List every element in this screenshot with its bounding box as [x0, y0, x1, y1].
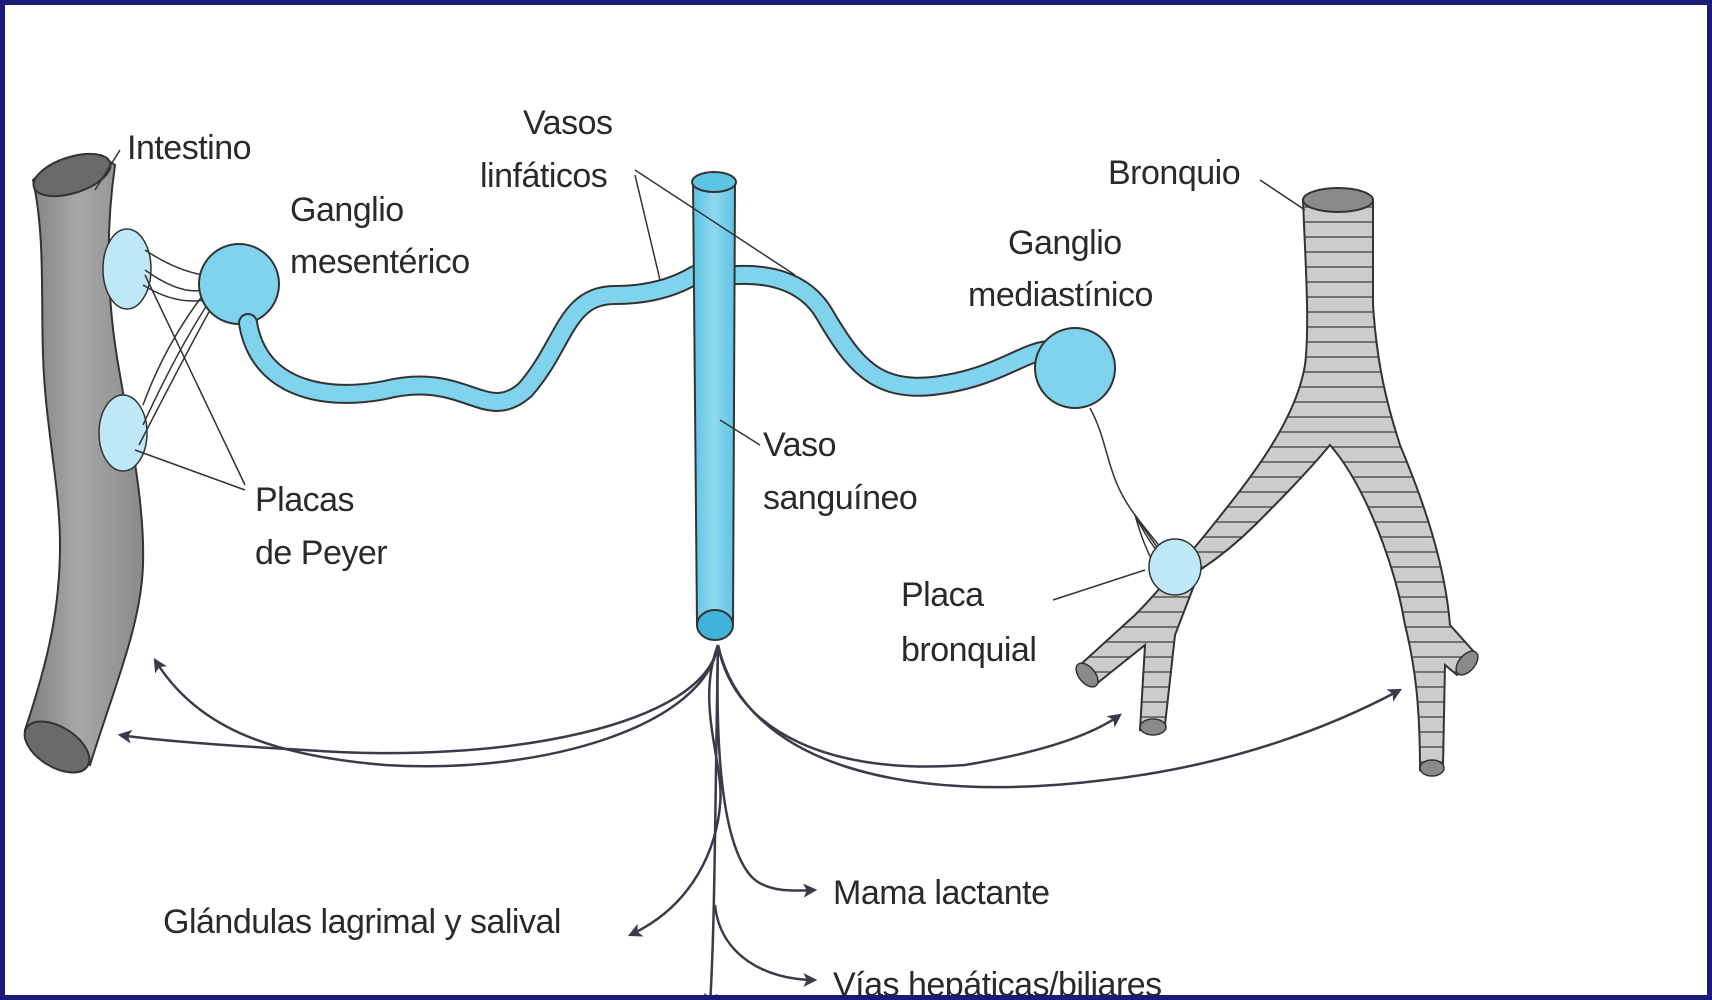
label-ganglio-mesenterico-1: Ganglio — [290, 190, 404, 230]
label-mama-lactante: Mama lactante — [833, 873, 1050, 913]
bronchus-top-opening — [1303, 188, 1373, 212]
label-ganglio-mediastinico-1: Ganglio — [1008, 223, 1122, 263]
label-placas-de-peyer-2: de Peyer — [255, 533, 387, 573]
mediastinal-node — [1035, 328, 1115, 408]
label-placas-de-peyer-1: Placas — [255, 480, 354, 520]
label-placa-bronquial-2: bronquial — [901, 630, 1036, 670]
label-ganglio-mesenterico-2: mesentérico — [290, 242, 470, 282]
peyer-patch-upper — [103, 229, 151, 309]
label-ganglio-mediastinico-2: mediastínico — [968, 275, 1153, 315]
mediastinal-connections — [1090, 408, 1170, 565]
label-vasos-linfaticos-2: linfáticos — [480, 156, 607, 196]
label-glandulas: Glándulas lagrimal y salival — [163, 902, 561, 942]
label-bronquio: Bronquio — [1108, 153, 1240, 193]
label-vias-hepaticas: Vías hepáticas/biliares — [833, 965, 1162, 995]
label-vasos-linfaticos-1: Vasos — [523, 103, 612, 143]
mesenteric-node — [199, 244, 279, 324]
peyer-patch-lower — [99, 395, 147, 471]
label-vaso-sanguineo-1: Vaso — [763, 425, 836, 465]
bronchial-patch — [1149, 539, 1201, 595]
label-intestino: Intestino — [127, 128, 251, 168]
label-vaso-sanguineo-2: sanguíneo — [763, 478, 917, 518]
blood-vessel — [692, 172, 736, 640]
label-placa-bronquial-1: Placa — [901, 575, 984, 615]
circulation-arrows — [120, 645, 1400, 995]
diagram-frame: Intestino Vasos linfáticos Ganglio mesen… — [5, 5, 1707, 995]
